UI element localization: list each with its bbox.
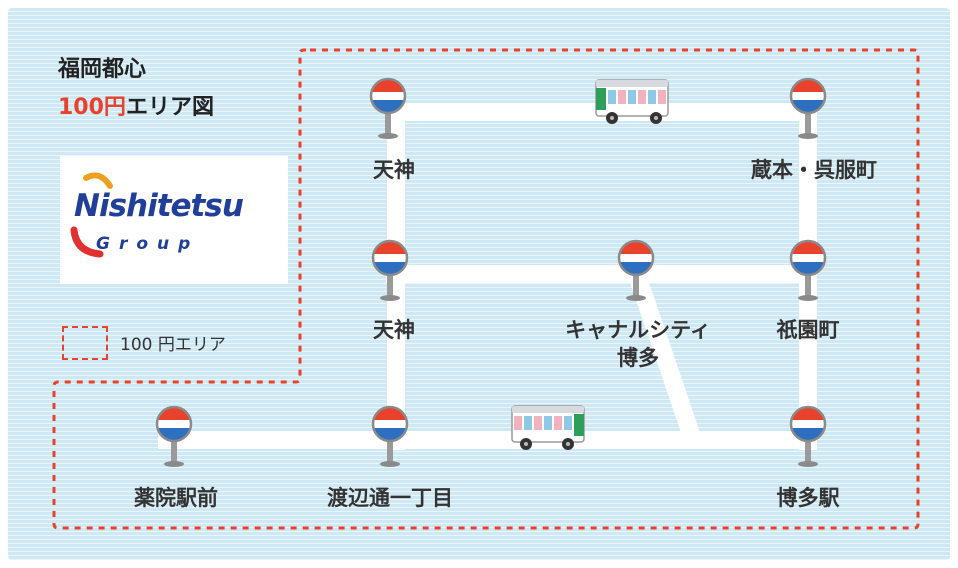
logo-swoosh-icon xyxy=(70,172,113,258)
map-title-line1: 福岡都心 xyxy=(58,57,147,82)
bus-stop-icon xyxy=(155,405,193,467)
route-map xyxy=(52,48,920,530)
bus-stop-icon xyxy=(789,405,827,467)
legend-swatch xyxy=(62,326,108,360)
bus-stop-icon xyxy=(371,239,409,301)
stop-label-watanabe: 渡辺通一丁目 xyxy=(327,486,453,510)
stop-label-gion: 祇園町 xyxy=(776,318,840,342)
stop-label-kuramoto: 蔵本・呉服町 xyxy=(751,158,877,182)
title-rest: エリア図 xyxy=(125,95,214,120)
stop-label-canal-city: キャナルシティ 博多 xyxy=(565,318,711,370)
legend-label: 100 円エリア xyxy=(120,335,226,355)
bus-stop-icon xyxy=(371,405,409,467)
stop-label-tenjin-mid: 天神 xyxy=(373,318,415,342)
logo-brand: Nishitetsu xyxy=(74,188,244,224)
nishitetsu-logo: Nishitetsu Group xyxy=(60,156,288,284)
area-boundary xyxy=(52,48,920,530)
logo-sub: Group xyxy=(96,234,200,254)
bus-icon xyxy=(595,79,669,124)
stop-label-hakata: 博多駅 xyxy=(776,486,840,510)
bus-stop-icon xyxy=(789,77,827,139)
bus-stop-icon xyxy=(789,239,827,301)
route-lines xyxy=(158,103,817,450)
title-accent: 100円 xyxy=(58,95,126,120)
map-area: 福岡都心 100円エリア図 Nishitetsu Group 100 円エリア … xyxy=(8,8,950,560)
stop-label-tenjin-top: 天神 xyxy=(373,158,415,182)
stop-label-yakuin: 薬院駅前 xyxy=(134,486,218,510)
bus-stop-icon xyxy=(369,77,407,139)
bus-icon xyxy=(511,405,585,450)
map-title-line2: 100円エリア図 xyxy=(58,94,214,122)
bus-stop-icon xyxy=(617,239,655,301)
